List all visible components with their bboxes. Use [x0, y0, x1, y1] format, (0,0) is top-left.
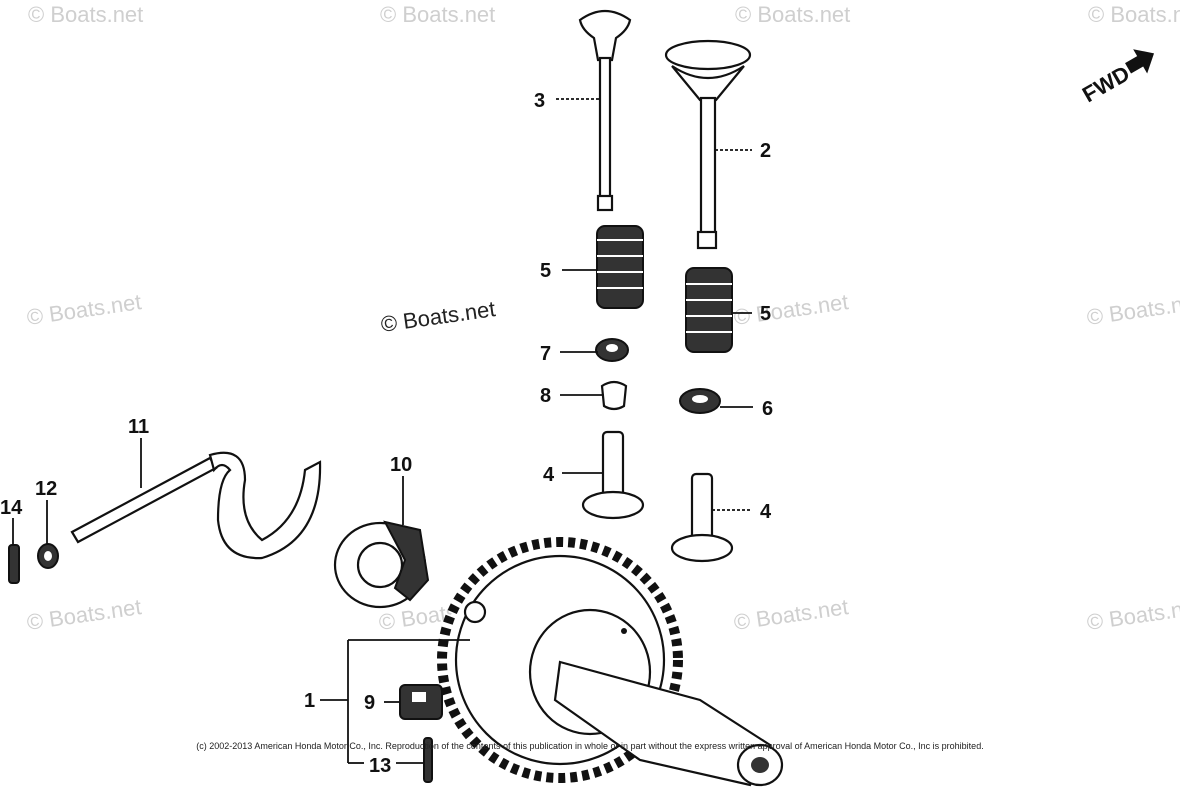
watermark: © Boats.net — [732, 289, 850, 330]
watermark: © Boats.net — [1085, 289, 1180, 330]
valve-spring-right — [685, 267, 733, 353]
valve-cap — [600, 380, 628, 411]
camshaft-weight — [399, 684, 443, 720]
valve-exhaust — [664, 39, 752, 250]
callout-4: 4 — [760, 501, 772, 523]
fwd-label: FWD — [1078, 61, 1134, 108]
spring-retainer-intake — [595, 338, 629, 362]
camshaft-gear — [437, 537, 784, 787]
callout-10: 10 — [390, 454, 412, 476]
watermark: © Boats.net — [732, 594, 850, 635]
camshaft-pin — [423, 737, 433, 783]
callout-12: 12 — [35, 478, 57, 500]
valve-spring-left — [596, 225, 644, 309]
callout-14: 14 — [0, 497, 23, 519]
valve-intake — [578, 9, 632, 212]
watermark: © Boats.net — [25, 289, 143, 330]
callout-9: 9 — [364, 692, 375, 714]
watermark: © Boats.net — [380, 2, 495, 27]
watermark: © Boats.net — [28, 2, 143, 27]
spring-retainer-exhaust — [679, 388, 721, 414]
callout-6: 6 — [762, 398, 773, 420]
tappet-right — [670, 472, 734, 563]
callout-2: 2 — [760, 140, 771, 162]
forward-arrow: FWD — [1078, 49, 1155, 108]
callout-4: 4 — [543, 464, 555, 486]
callout-3: 3 — [534, 90, 545, 112]
decompressor-arm — [70, 451, 322, 560]
callout-7: 7 — [540, 343, 551, 365]
callout-5: 5 — [760, 303, 771, 325]
watermark: © Boats.net — [25, 594, 143, 635]
copyright-notice: (c) 2002-2013 American Honda Motor Co., … — [196, 741, 984, 751]
callout-13: 13 — [369, 755, 391, 777]
spring-pin — [8, 544, 20, 584]
tappet-left — [581, 430, 645, 520]
leader-lines — [12, 98, 753, 764]
callout-11: 11 — [128, 416, 149, 438]
governor-weight — [333, 520, 430, 609]
callouts: 3 2 5 5 7 8 6 4 4 11 12 14 10 1 9 13 — [0, 90, 773, 777]
watermark-center: © Boats.net — [379, 296, 497, 337]
arrow-icon — [1125, 49, 1155, 74]
watermark: © Boats.net — [1088, 2, 1180, 27]
washer — [37, 543, 59, 569]
callout-5: 5 — [540, 260, 551, 282]
watermark: © Boats.net — [1085, 594, 1180, 635]
callout-1: 1 — [304, 690, 315, 712]
watermark: © Boats.net — [735, 2, 850, 27]
callout-8: 8 — [540, 385, 551, 407]
